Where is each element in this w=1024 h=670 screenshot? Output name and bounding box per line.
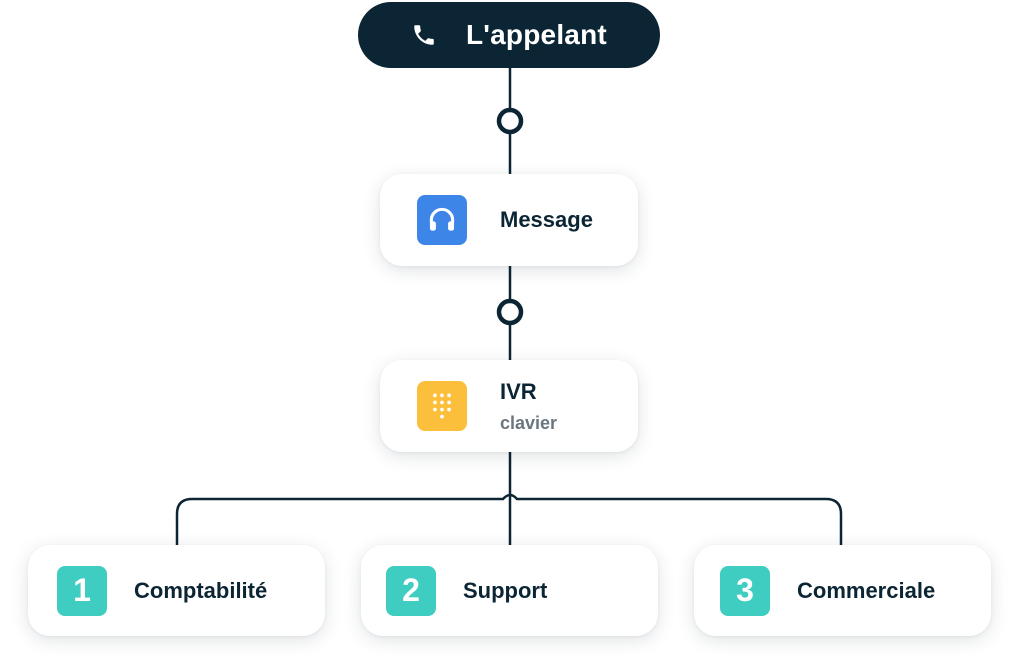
junction-node-2 [496, 298, 524, 326]
option-number-badge: 2 [386, 565, 436, 616]
message-node[interactable]: Message [380, 174, 638, 266]
option-label: Comptabilité [134, 577, 268, 603]
option-label: Support [463, 577, 548, 603]
ivr-node[interactable]: IVR clavier [380, 360, 638, 452]
option-label: Commerciale [797, 577, 936, 603]
ivr-subtitle: clavier [500, 412, 558, 433]
option-card-1[interactable]: 1 Comptabilité [28, 545, 325, 636]
option-card-3[interactable]: 3 Commerciale [694, 545, 991, 636]
headphones-icon [417, 195, 467, 245]
option-card-2[interactable]: 2 Support [361, 545, 658, 636]
message-title: Message [500, 207, 593, 232]
caller-label: L'appelant [466, 19, 607, 50]
connector-branch [175, 493, 843, 547]
ivr-title: IVR [500, 378, 537, 404]
option-number-badge: 3 [720, 565, 770, 616]
caller-node[interactable]: L'appelant [358, 2, 660, 68]
junction-node-1 [496, 107, 524, 135]
option-number-badge: 1 [57, 565, 107, 616]
keypad-icon [417, 381, 467, 431]
phone-icon [410, 21, 438, 49]
